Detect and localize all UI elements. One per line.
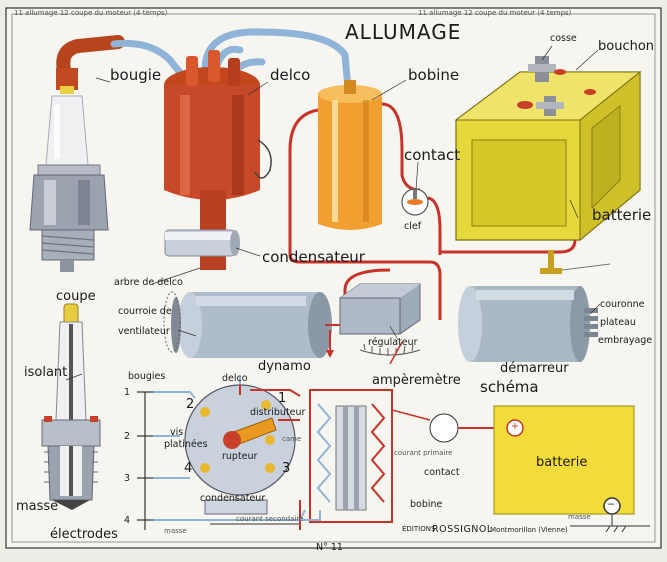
label-bouchon: bouchon [598, 39, 655, 54]
label-plateau: plateau [600, 317, 636, 328]
distributor-number-3: 3 [282, 461, 291, 476]
label-dynamo: dynamo [258, 359, 311, 374]
label-electrodes: électrodes [50, 527, 118, 542]
leader-lines [65, 45, 601, 381]
schema-label-distributeur: distributeur [250, 407, 306, 418]
spark-number-3: 3 [124, 473, 131, 484]
ignition-switch-illustration [401, 188, 429, 216]
publisher-editions: ÉDITIONS [402, 525, 436, 533]
schema-label-condensateur: condensateur [200, 493, 266, 504]
label-cosse: cosse [550, 33, 577, 44]
spark-plug-illustration [29, 35, 125, 272]
plate-number: N° 11 [316, 542, 343, 553]
distributor-number-2: 2 [186, 397, 195, 412]
label-arbre-de-delco: arbre de delco [114, 277, 183, 288]
label-isolant: isolant [24, 365, 68, 380]
schema-label-masse-left: masse [164, 527, 187, 535]
schema-label-contact: contact [424, 467, 460, 478]
battery-minus-sign: − [607, 499, 615, 510]
dynamo-illustration [171, 292, 345, 358]
label-courroie-de: courroie de [118, 306, 172, 317]
schema-wiring [137, 376, 650, 533]
label-delco: delco [270, 66, 311, 84]
schema-label-masse-right: masse [568, 513, 591, 521]
schema-label-rupteur: rupteur [222, 451, 258, 462]
plate-inner-frame [11, 13, 656, 543]
publisher-city: Montmorillon (Vienne) [490, 526, 568, 534]
delco-illustration [164, 50, 272, 270]
distributor-number-1: 1 [278, 391, 287, 406]
publisher-name: ROSSIGNOL [432, 524, 493, 535]
label-ventilateur: ventilateur [118, 326, 170, 337]
spark-number-2: 2 [124, 431, 131, 442]
label-condensateur: condensateur [262, 248, 365, 266]
page-title: ALLUMAGE [345, 20, 462, 44]
coil-illustration [318, 80, 382, 230]
schema-label-bobine: bobine [410, 499, 443, 510]
label-demarreur: démarreur [500, 361, 569, 376]
label-batterie: batterie [592, 206, 652, 224]
schema-title: schéma [480, 378, 539, 396]
label-couronne: couronne [600, 299, 645, 310]
label-bougie: bougie [110, 66, 162, 84]
border-text-top-right: 11 allumage 12 coupe du moteur (4 temps) [418, 9, 572, 17]
starter-motor-illustration [458, 286, 598, 362]
schema-label-courant-secondaire: courant secondaire [236, 515, 304, 523]
condenser-illustration [164, 229, 240, 257]
schema-label-platinees: platinées [164, 439, 208, 450]
label-masse: masse [16, 499, 59, 514]
schema-label-delco: delco [222, 373, 248, 384]
plug-cross-section-illustration [41, 303, 101, 510]
regulator-illustration [339, 283, 421, 335]
label-coupe: coupe [56, 289, 96, 304]
fan-belt-pulley-illustration [163, 291, 181, 353]
label-regulateur: régulateur [368, 337, 418, 348]
label-contact: contact [404, 146, 461, 164]
battery-ground-strap [540, 250, 611, 274]
spark-number-1: 1 [124, 387, 131, 398]
schema-label-bougies: bougies [128, 371, 166, 382]
battery-illustration [454, 56, 642, 242]
schema-label-batterie: batterie [536, 455, 588, 470]
label-embrayage: embrayage [598, 335, 653, 346]
schema-label-vis: vis [170, 427, 184, 438]
ammeter-illustration [359, 341, 421, 365]
distributor-number-4: 4 [184, 461, 193, 476]
label-clef: clef [404, 221, 422, 232]
label-amperemetre: ampèremètre [372, 373, 461, 388]
spark-number-4: 4 [124, 515, 131, 526]
schema-label-came: came [282, 435, 302, 443]
border-text-top: 11 allumage 12 coupe du moteur (4 temps) [14, 9, 168, 17]
schema-label-courant-primaire: courant primaire [394, 449, 453, 457]
label-bobine: bobine [408, 66, 460, 84]
battery-plus-sign: + [511, 421, 519, 432]
